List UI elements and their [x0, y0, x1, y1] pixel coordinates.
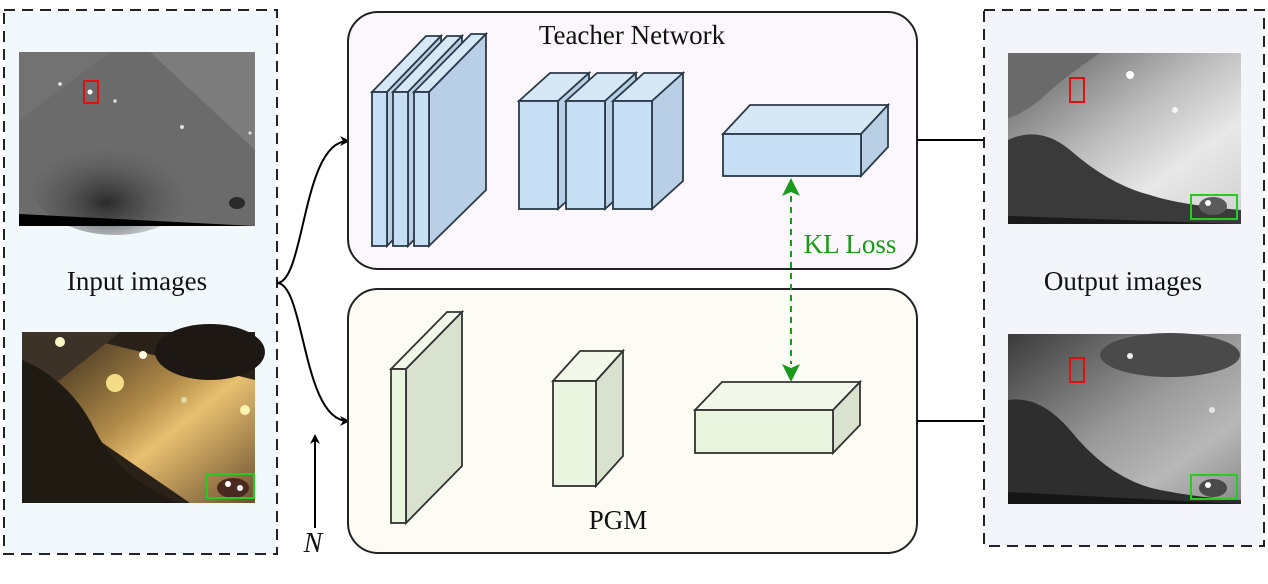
- kl-arrow-down-head: [782, 364, 800, 382]
- teacher-conv-stack: [369, 31, 489, 249]
- teacher-network-label: Teacher Network: [539, 20, 726, 50]
- detection-box-green: [1190, 194, 1238, 220]
- output-images-label: Output images: [1044, 266, 1202, 296]
- input-arrows: N: [276, 136, 350, 559]
- pgm-box: PGM: [347, 288, 918, 554]
- n-symbol-label: N: [303, 528, 324, 559]
- kl-loss-label: KL Loss: [804, 229, 897, 259]
- input-panel: Input images: [3, 9, 278, 555]
- pgm-label: PGM: [589, 505, 648, 535]
- arrow-to-pgm: [276, 282, 350, 426]
- pgm-layer-1: [388, 309, 465, 526]
- input-image-thermal: [19, 52, 255, 235]
- teacher-output-block: [720, 102, 891, 179]
- detection-box-green: [1190, 474, 1238, 500]
- detection-box-green: [206, 473, 255, 499]
- arrow-to-teacher: [276, 136, 350, 284]
- output-panel: Output images: [983, 9, 1265, 547]
- pgm-output-block: [692, 379, 863, 456]
- output-image-pgm: [1008, 333, 1241, 504]
- pgm-layer-2: [550, 348, 626, 489]
- detection-box-red: [83, 80, 99, 104]
- kl-arrow-up-head: [782, 178, 800, 196]
- detection-box-red: [1069, 77, 1085, 103]
- input-images-label: Input images: [67, 266, 207, 296]
- input-image-night: [22, 324, 265, 503]
- teacher-cube-blocks: [516, 70, 686, 212]
- output-image-teacher: [1008, 53, 1241, 224]
- kl-loss-connector: KL Loss: [782, 178, 896, 382]
- detection-box-red: [1069, 357, 1085, 383]
